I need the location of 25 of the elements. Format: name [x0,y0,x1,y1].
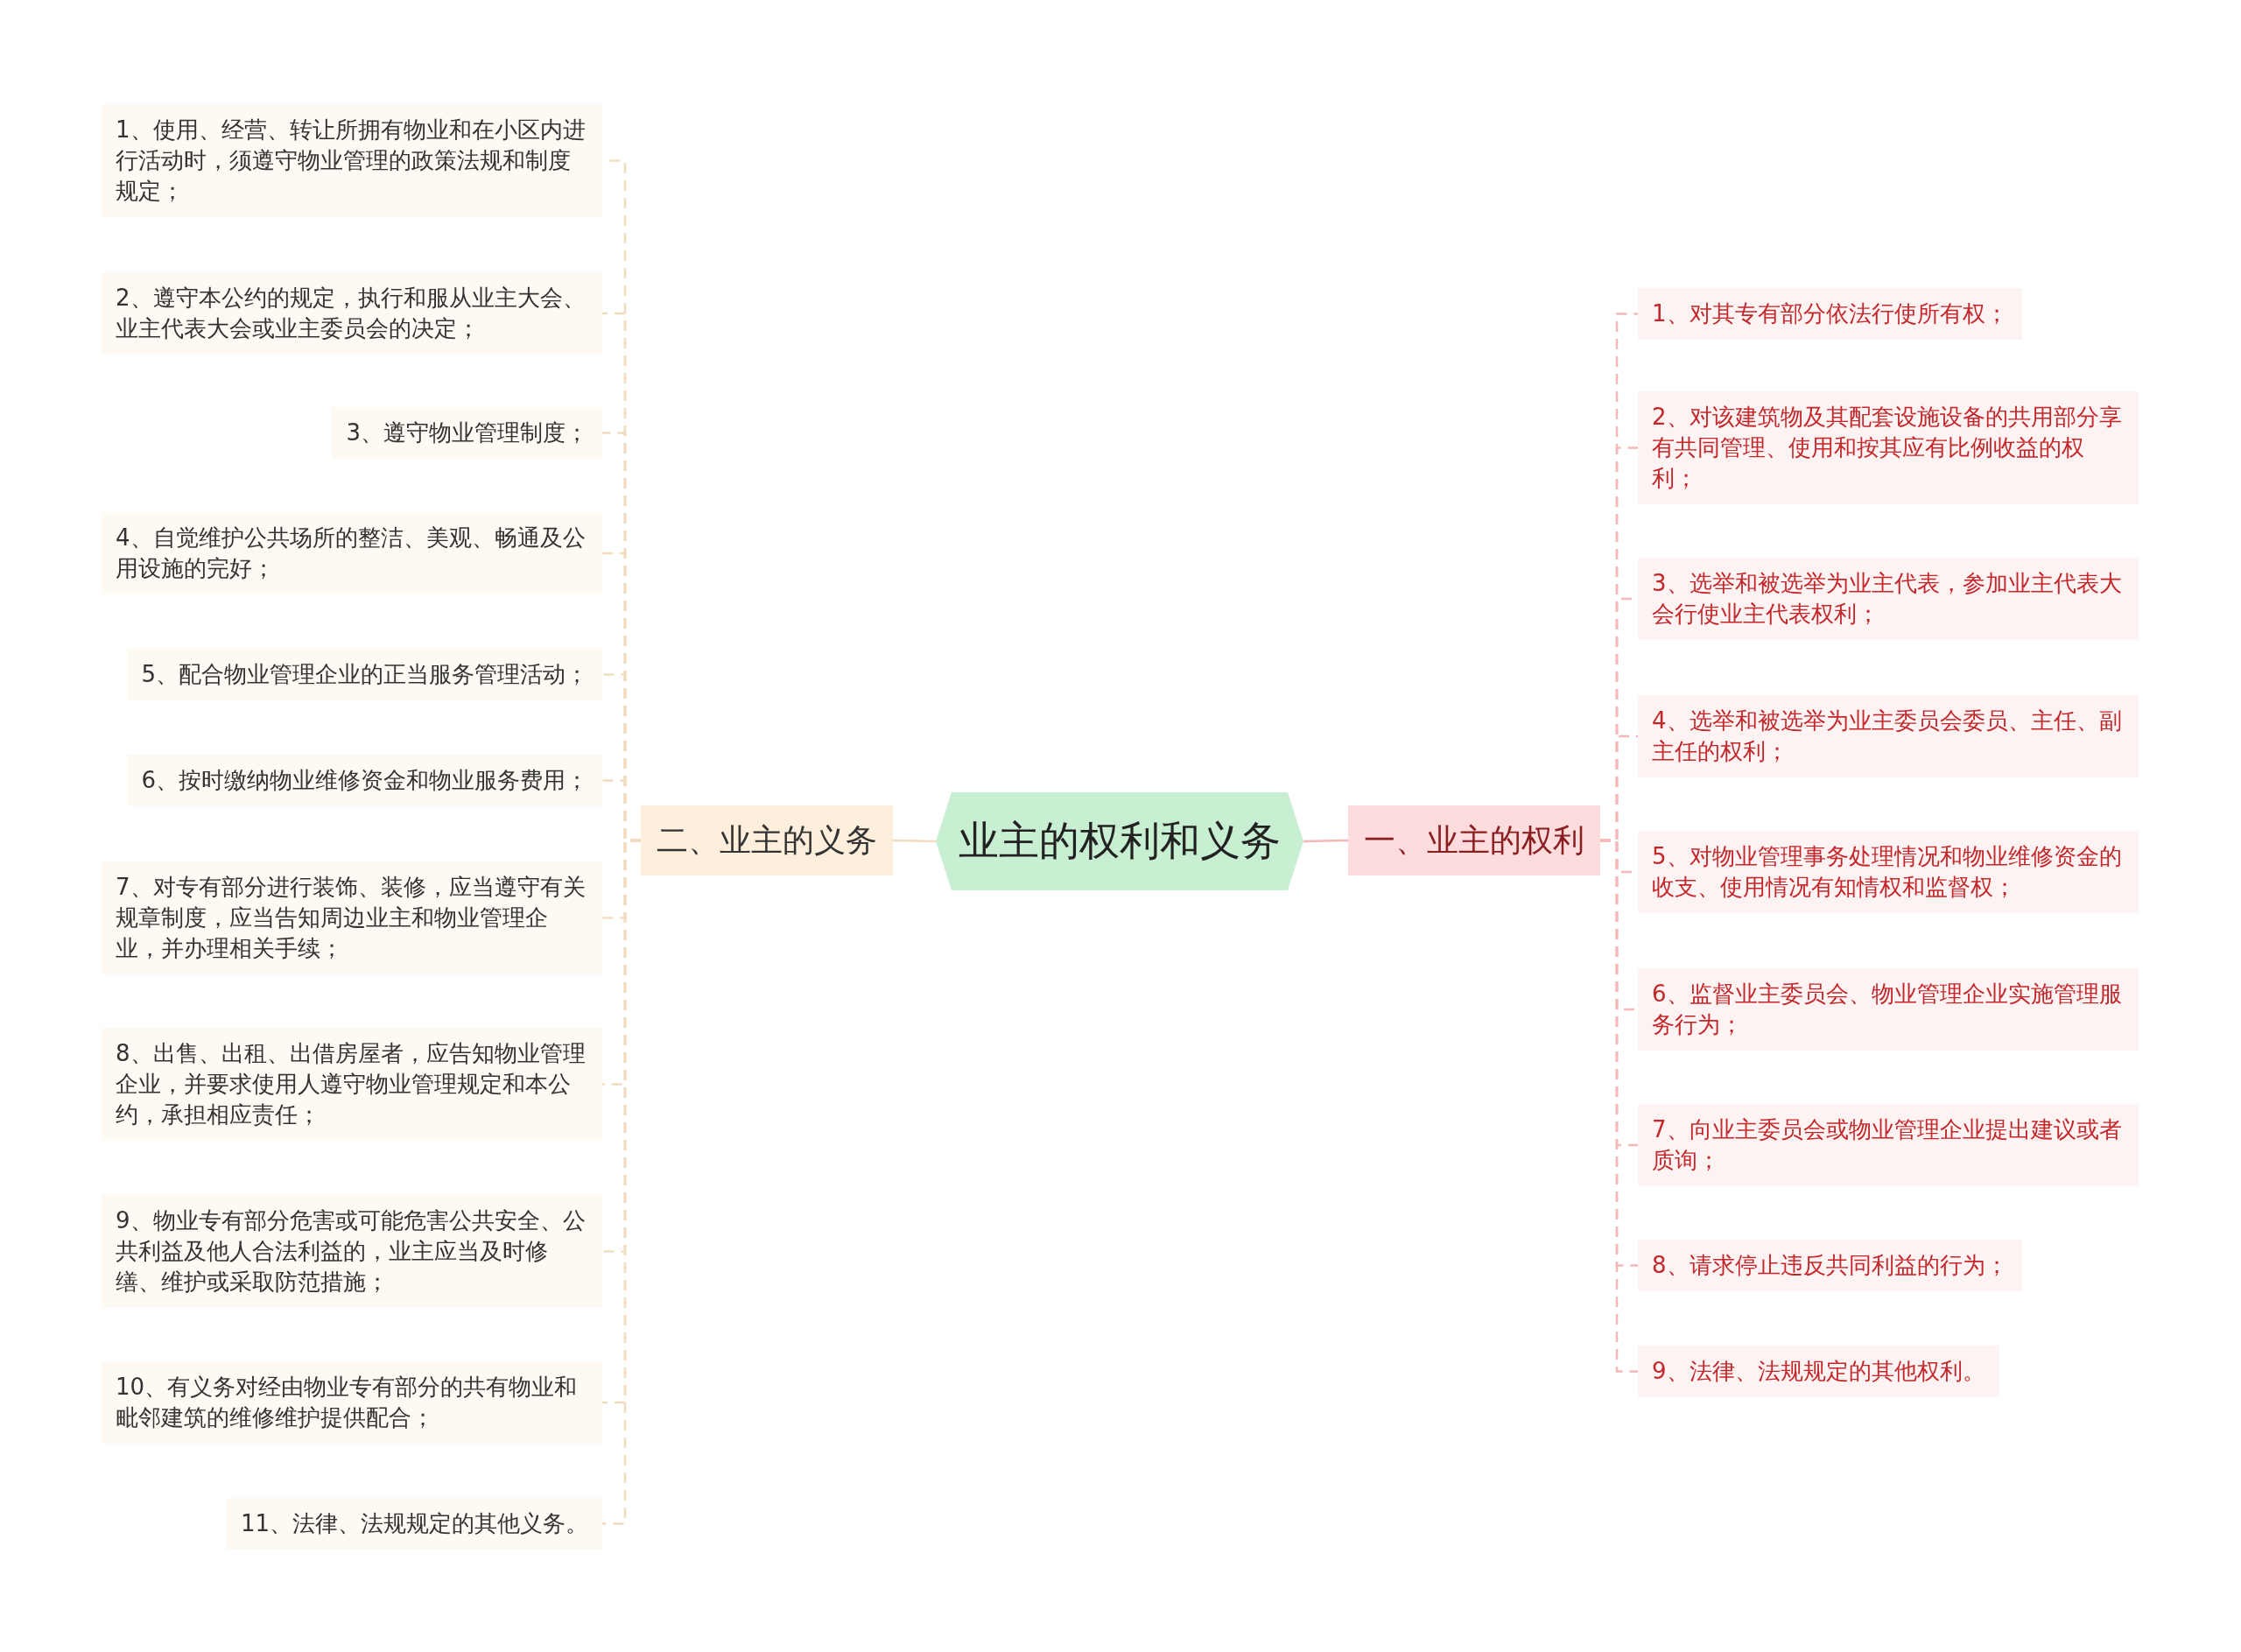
item-box: 11、法律、法规规定的其他义务。 [226,1497,602,1550]
branch-topic-box: 一、业主的权利 [1348,805,1600,875]
item-box: 4、选举和被选举为业主委员会委员、主任、副主任的权利； [1638,695,2139,777]
item-box: 9、物业专有部分危害或可能危害公共安全、公共利益及他人合法利益的，业主应当及时修缮、维护或采取防范措施； [102,1194,602,1308]
item-box: 6、按时缴纳物业维修资金和物业服务费用； [127,754,602,806]
item-box: 5、配合物业管理企业的正当服务管理活动； [127,648,602,700]
item-box: 3、遵守物业管理制度； [332,406,602,459]
connector-line [892,839,937,843]
item-box: 3、选举和被选举为业主代表，参加业主代表大会行使业主代表权利； [1638,558,2139,640]
item-box: 6、监督业主委员会、物业管理企业实施管理服务行为； [1638,968,2139,1051]
item-box: 2、对该建筑物及其配套设施设备的共用部分享有共同管理、使用和按其应有比例收益的权利； [1638,390,2139,504]
item-box: 4、自觉维护公共场所的整洁、美观、畅通及公用设施的完好； [102,512,602,594]
item-box: 8、请求停止违反共同利益的行为； [1638,1239,2022,1291]
item-box: 8、出售、出租、出借房屋者，应告知物业管理企业，并要求使用人遵守物业管理规定和本公约，承担相应责任； [102,1027,602,1141]
item-box: 10、有义务对经由物业专有部分的共有物业和毗邻建筑的维修维护提供配合； [102,1361,602,1444]
item-box: 1、使用、经营、转让所拥有物业和在小区内进行活动时，须遵守物业管理的政策法规和制度规定； [102,103,602,217]
item-box: 9、法律、法规规定的其他权利。 [1638,1345,1999,1397]
connector-line [1303,839,1349,843]
central-topic-hexagon: 业主的权利和义务 [936,792,1303,890]
item-box: 1、对其专有部分依法行使所有权； [1638,287,2022,340]
branch-topic-box: 二、业主的义务 [641,805,893,875]
item-box: 7、向业主委员会或物业管理企业提出建议或者质询； [1638,1104,2139,1186]
item-box: 2、遵守本公约的规定，执行和服从业主大会、业主代表大会或业主委员会的决定； [102,272,602,355]
item-box: 5、对物业管理事务处理情况和物业维修资金的收支、使用情况有知情权和监督权； [1638,831,2139,913]
item-box: 7、对专有部分进行装饰、装修，应当遵守有关规章制度，应当告知周边业主和物业管理企业，并办理相关手续； [102,861,602,974]
